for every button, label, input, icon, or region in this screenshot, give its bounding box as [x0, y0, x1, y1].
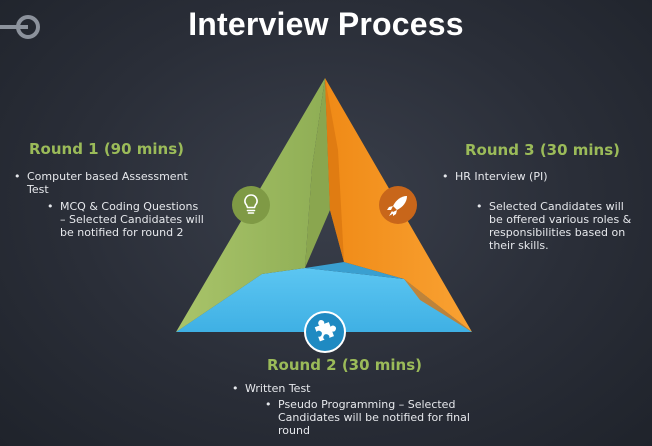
round-2-item-1: Written Test: [232, 382, 395, 395]
round-2-details: Written Test Pseudo Programming – Select…: [0, 382, 652, 446]
round-3-item-2: Selected Candidates will be offered vari…: [476, 200, 639, 252]
round-1-item-2: MCQ & Coding Questions – Selected Candid…: [47, 200, 205, 239]
lightbulb-icon: [244, 194, 258, 214]
puzzle-icon: [314, 320, 336, 342]
round-1-item-1: Computer based Assessment Test: [14, 170, 192, 196]
round-2-item-2: Pseudo Programming – Selected Candidates…: [265, 398, 478, 437]
decorative-line: [0, 25, 28, 29]
decorative-ring-icon: [16, 15, 40, 39]
page-title: Interview Process: [188, 6, 464, 42]
round-3-heading: Round 3 (30 mins): [465, 141, 621, 159]
round-3-item-1: HR Interview (PI): [442, 170, 635, 183]
round-2-heading: Round 2 (30 mins): [267, 356, 423, 374]
round-1-icon-badge: [232, 186, 270, 224]
round-1-details: Computer based Assessment Test MCQ & Cod…: [0, 170, 220, 250]
round-2-icon-badge: [304, 311, 346, 353]
round-3-details: HR Interview (PI) Selected Candidates wi…: [0, 170, 652, 270]
round-3-icon-badge: [379, 186, 417, 224]
rocket-icon: [387, 196, 407, 216]
round-1-heading: Round 1 (90 mins): [29, 140, 185, 158]
